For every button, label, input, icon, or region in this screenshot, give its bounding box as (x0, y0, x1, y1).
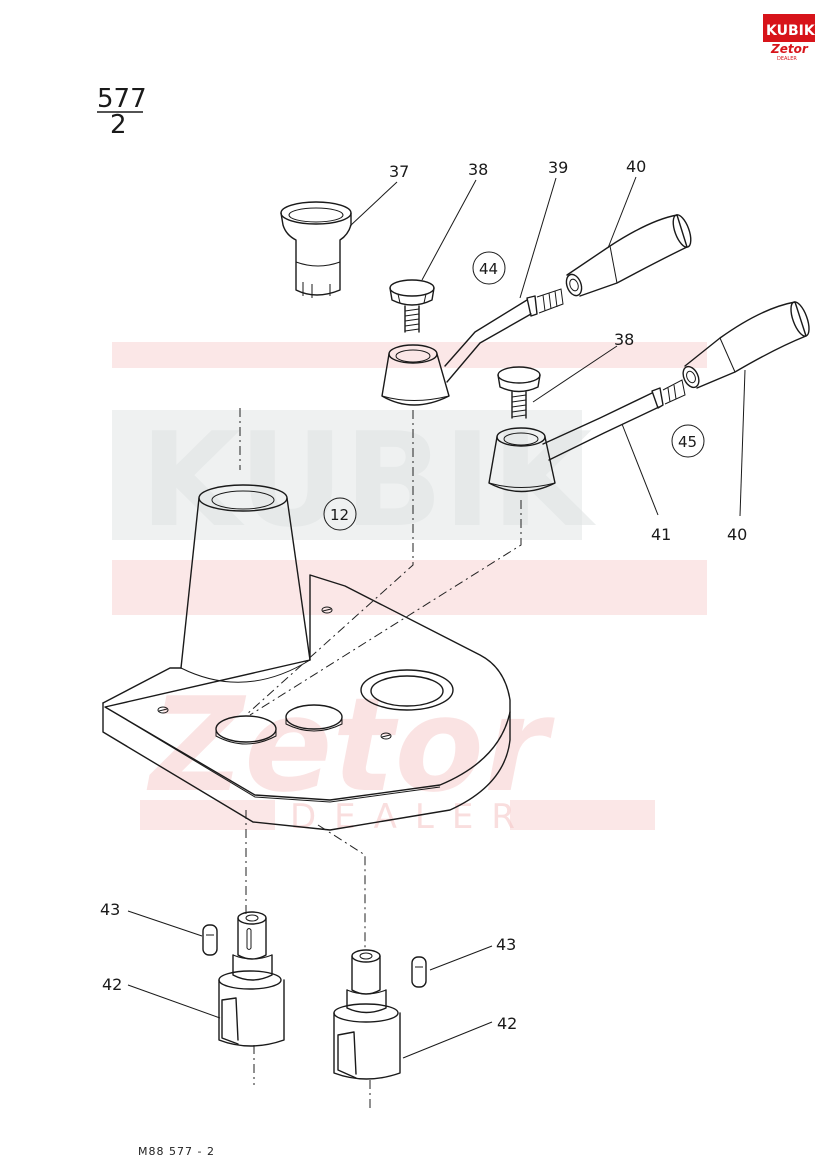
callout-labels: 37 38 39 40 38 41 40 43 42 43 42 (100, 157, 747, 1033)
watermark-brand: KUBIK (140, 404, 596, 556)
part-38-screw-upper (389, 279, 435, 333)
watermark-bar-top (112, 342, 707, 368)
circled-44: 44 (479, 260, 498, 278)
callout-38-upper: 38 (468, 160, 488, 179)
callout-42-right: 42 (497, 1014, 517, 1033)
callout-37: 37 (389, 162, 409, 181)
circled-45: 45 (678, 433, 697, 451)
part-42-fork-left (218, 911, 285, 1047)
watermark: KUBIK Zetor DEALER (112, 342, 707, 837)
part-upper-lever-base (381, 288, 564, 406)
part-38-screw-lower (497, 366, 541, 419)
part-40-knob-upper (565, 214, 692, 297)
circled-assembly-labels: 44 45 12 (323, 251, 705, 531)
watermark-bar-low-left (140, 800, 275, 830)
sheet-number-bottom: 2 (110, 110, 127, 140)
watermark-block (112, 410, 582, 540)
callout-40-upper: 40 (626, 157, 646, 176)
callout-42-left: 42 (102, 975, 122, 994)
callout-40-lower: 40 (727, 525, 747, 544)
logo-background (763, 14, 815, 42)
part-12-base-plate (102, 484, 511, 831)
callout-38-lower: 38 (614, 330, 634, 349)
callout-43-left: 43 (100, 900, 120, 919)
watermark-bar-mid (112, 560, 707, 615)
watermark-sub: Zetor (146, 669, 555, 821)
sheet-number-top: 577 (97, 84, 147, 114)
part-37-cap (280, 201, 352, 298)
part-lower-lever-base (488, 379, 686, 493)
logo-sub: Zetor (770, 42, 809, 56)
part-42-fork-right (333, 949, 401, 1080)
circled-12: 12 (330, 506, 349, 524)
logo-brand: KUBIK (766, 23, 816, 39)
assembly-centre-lines (239, 408, 522, 1112)
callout-39: 39 (548, 158, 568, 177)
leader-lines (127, 176, 746, 1059)
sheet-number: 577 2 (97, 84, 147, 140)
kubik-zetor-logo: KUBIK Zetor DEALER (763, 14, 816, 62)
callout-43-right: 43 (496, 935, 516, 954)
part-43-keys (202, 924, 427, 988)
drawing-code: M88 577 - 2 (138, 1145, 215, 1158)
logo-tag: DEALER (777, 56, 797, 62)
callout-41: 41 (651, 525, 671, 544)
watermark-bar-low-right (510, 800, 655, 830)
part-40-knob-lower (682, 301, 810, 389)
